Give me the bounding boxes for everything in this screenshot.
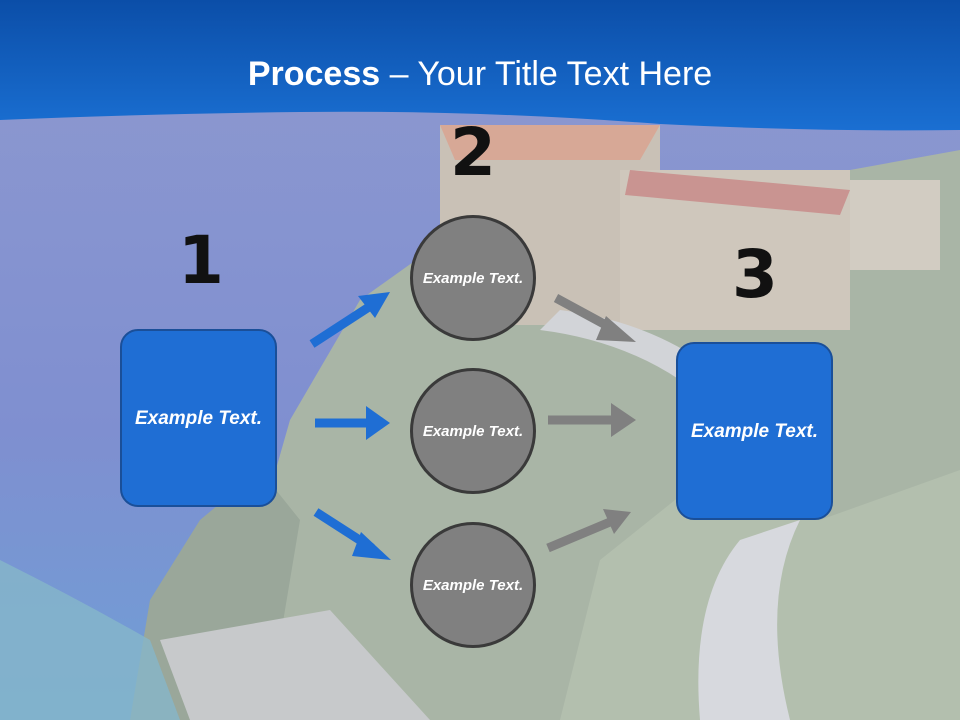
arrow-blue-down bbox=[313, 508, 391, 560]
step-number-2: 2 bbox=[450, 114, 496, 191]
arrow-gray-down bbox=[553, 294, 636, 342]
title-rest: – Your Title Text Here bbox=[380, 55, 713, 93]
arrow-blue-right bbox=[315, 406, 390, 440]
step-number-3: 3 bbox=[732, 236, 778, 313]
title-bold: Process bbox=[247, 55, 381, 93]
step-2-circle-3-label: Example Text. bbox=[422, 576, 524, 594]
arrow-blue-up bbox=[309, 292, 390, 348]
step-number-1: 1 bbox=[178, 222, 224, 299]
page-title: Process – Your Title Text Here bbox=[0, 52, 960, 96]
step-1-label: Example Text. bbox=[134, 407, 263, 429]
step-1-box: Example Text. bbox=[120, 329, 277, 507]
step-2-circle-2: Example Text. bbox=[410, 368, 536, 494]
step-2-circle-1-label: Example Text. bbox=[422, 269, 524, 287]
step-3-box: Example Text. bbox=[676, 342, 833, 520]
arrow-gray-up bbox=[546, 509, 631, 553]
step-2-circle-2-label: Example Text. bbox=[422, 422, 524, 440]
step-2-circle-3: Example Text. bbox=[410, 522, 536, 648]
step-2-circle-1: Example Text. bbox=[410, 215, 536, 341]
arrow-gray-right bbox=[548, 403, 636, 437]
step-3-label: Example Text. bbox=[690, 420, 819, 442]
